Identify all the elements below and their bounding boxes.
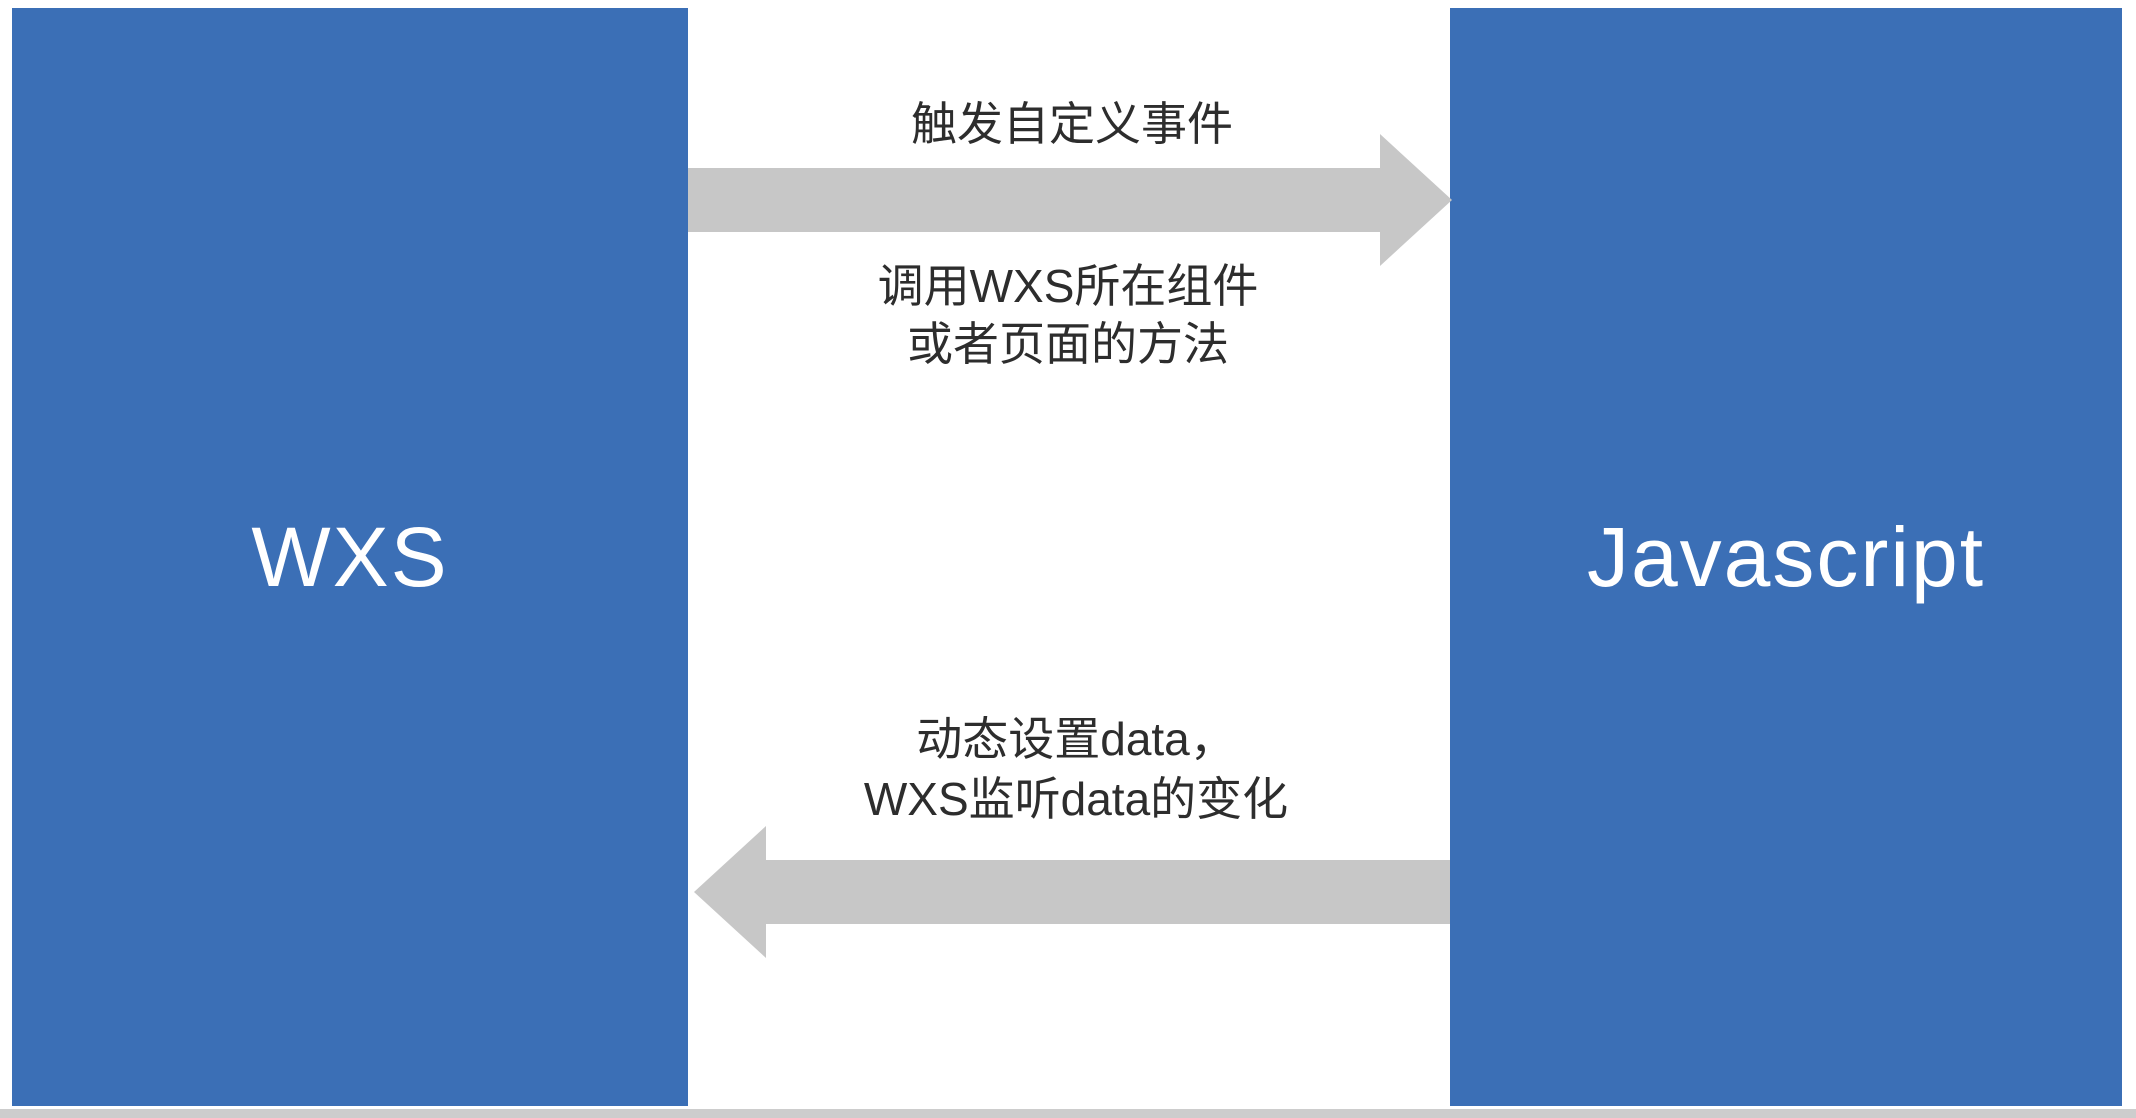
javascript-box: Javascript [1450, 8, 2122, 1106]
bottom-arrow-bar [766, 860, 1450, 924]
bottom-arrow-left-head-icon [694, 826, 766, 958]
top-arrow-label-below: 调用WXS所在组件 或者页面的方法 [878, 258, 1259, 374]
top-arrow-label-above: 触发自定义事件 [911, 98, 1233, 150]
javascript-box-label: Javascript [1586, 509, 1986, 604]
bottom-arrow-label-line2: WXS监听data的变化 [863, 772, 1289, 825]
top-arrow-bar [688, 168, 1380, 232]
top-arrow-right-head-icon [1380, 134, 1452, 266]
wxs-box-label: WXS [251, 509, 449, 604]
bottom-arrow-label-line1: 动态设置data， [916, 713, 1236, 765]
wxs-box: WXS [12, 8, 688, 1106]
top-arrow-label-below-line1: 调用WXS所在组件 [877, 260, 1259, 312]
bottom-arrow-label: 动态设置data， WXS监听data的变化 [864, 710, 1288, 830]
bottom-edge-strip [0, 1109, 2136, 1118]
top-arrow-label-below-line2: 或者页面的方法 [907, 317, 1229, 370]
